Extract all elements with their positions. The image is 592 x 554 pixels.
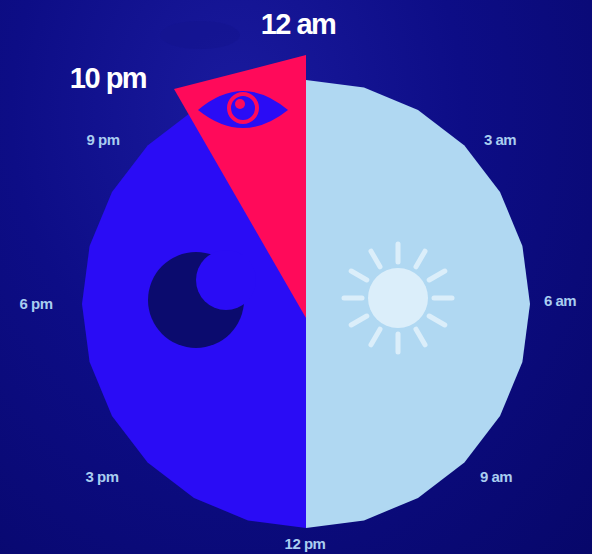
day-half — [306, 80, 530, 528]
sun-ray — [344, 296, 362, 301]
hour-label: 9 am — [480, 468, 512, 485]
sun-ray — [429, 316, 445, 325]
hour-label: 3 am — [484, 131, 516, 148]
sun-ray — [416, 251, 425, 267]
sun-ray — [371, 329, 380, 345]
sun-ray — [351, 271, 367, 280]
sun-ray — [429, 271, 445, 280]
eye-icon — [198, 91, 288, 128]
sun-ray — [416, 329, 425, 345]
moon-icon — [148, 250, 256, 348]
highlight-time-label: 10 pm — [70, 62, 146, 95]
background-face — [160, 21, 240, 49]
sun-ray — [434, 296, 452, 301]
hour-label: 9 pm — [86, 131, 119, 148]
hour-label: 12 pm — [285, 534, 326, 551]
sun-ray — [371, 251, 380, 267]
sun-ray — [396, 334, 401, 352]
hour-label: 6 am — [544, 292, 576, 309]
awake-wedge — [174, 55, 306, 318]
sun-ray — [351, 316, 367, 325]
sun-ray — [396, 244, 401, 262]
hour-label: 6 pm — [19, 295, 52, 312]
highlight-time-label: 12 am — [261, 8, 336, 41]
sun-icon — [344, 244, 452, 352]
hour-label: 3 pm — [85, 468, 118, 485]
